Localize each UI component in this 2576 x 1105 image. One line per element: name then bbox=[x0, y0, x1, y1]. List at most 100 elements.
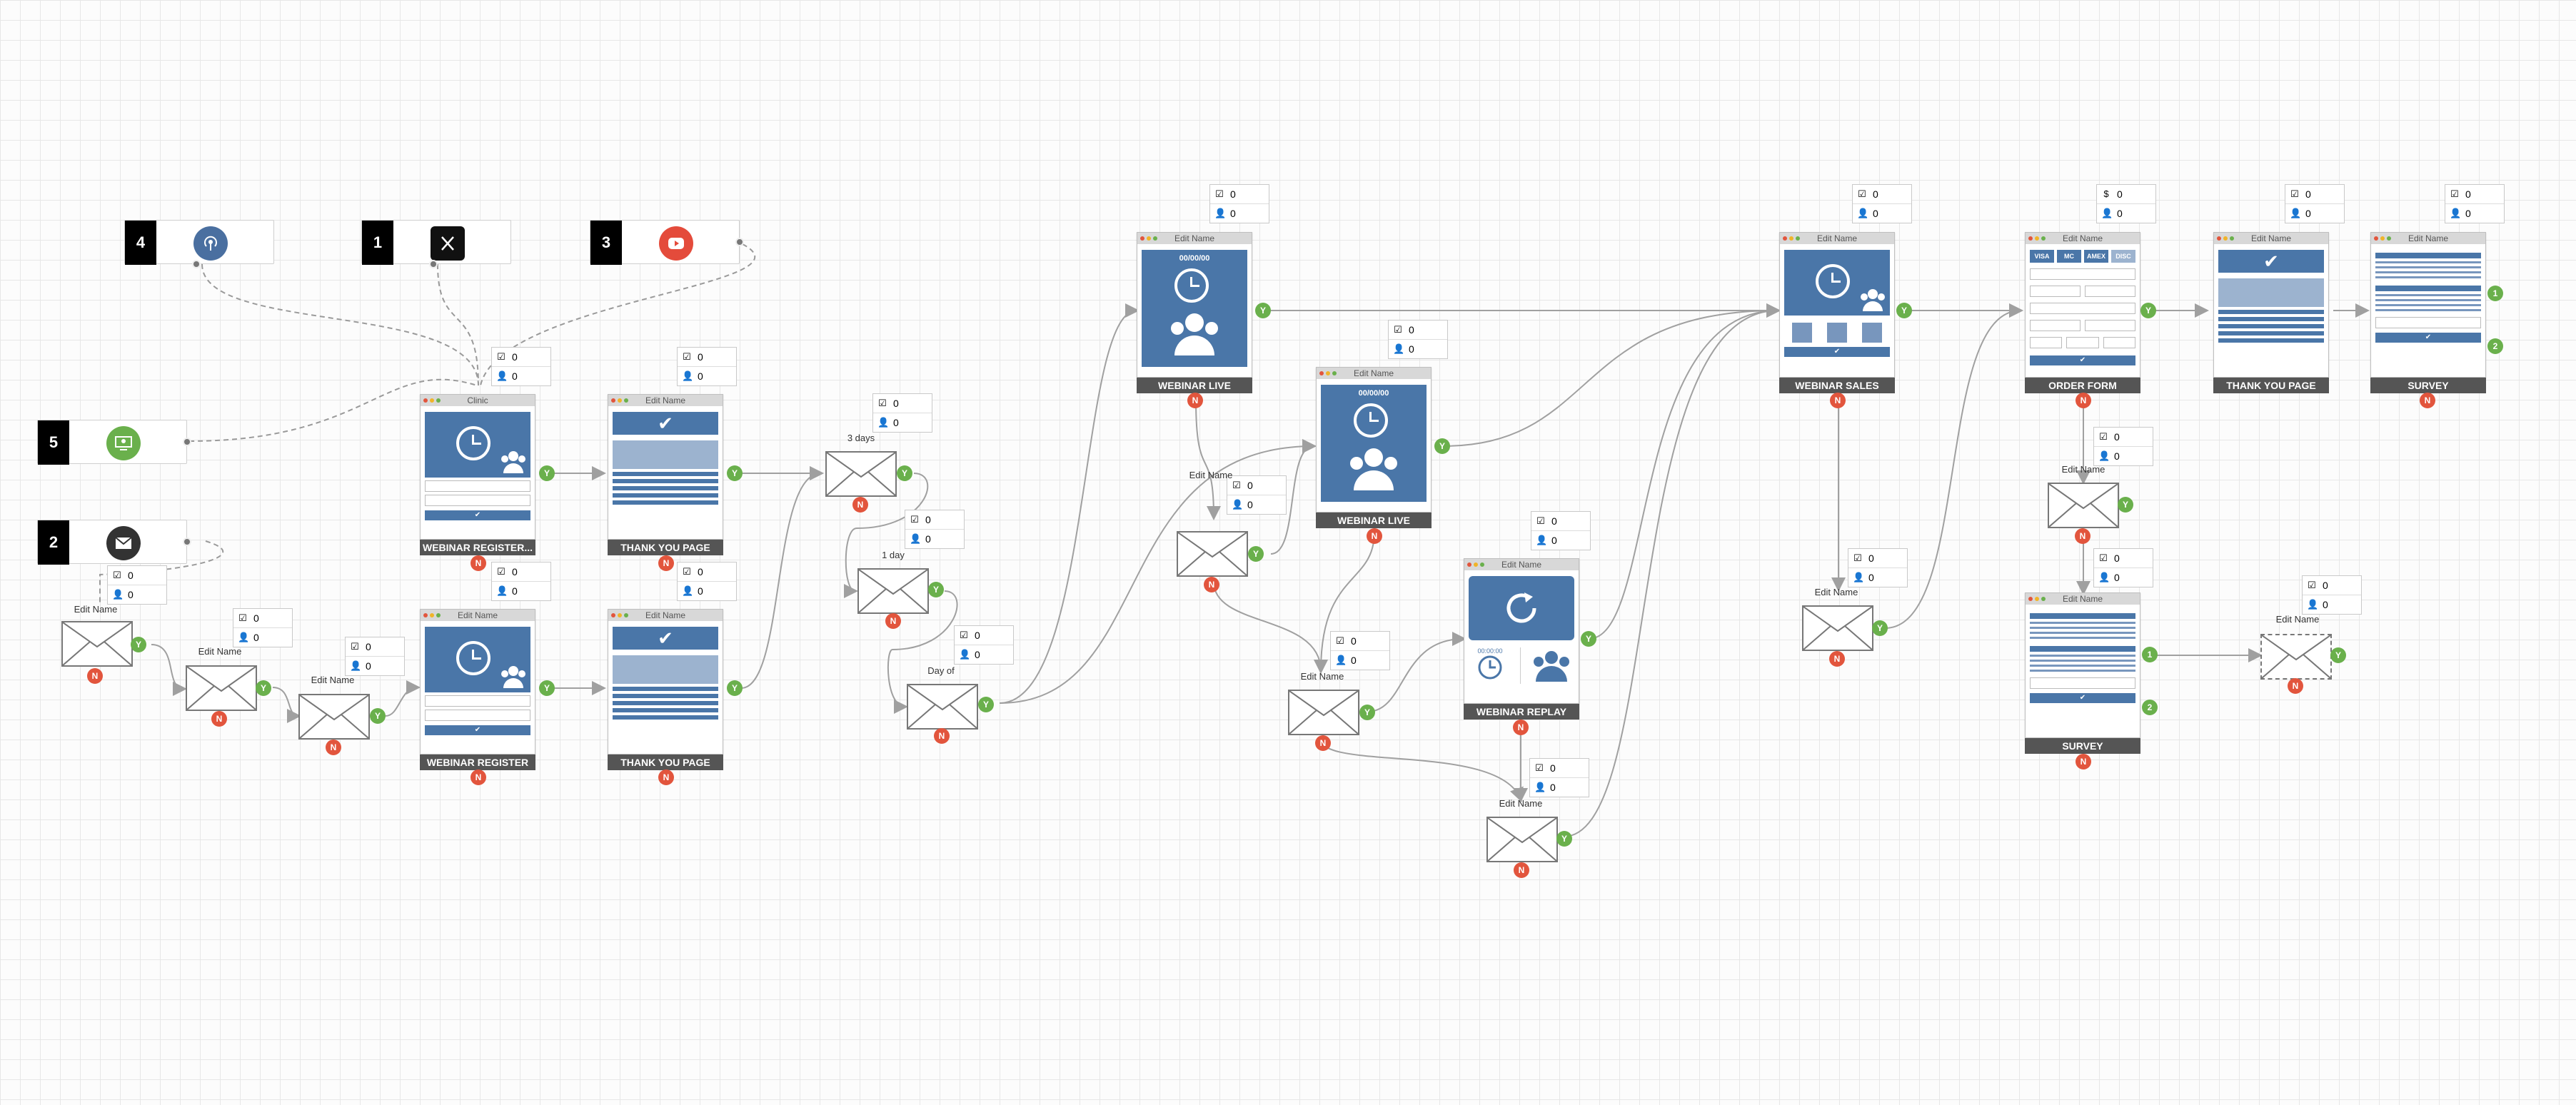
page-webinar-register-2[interactable]: Edit Name ✔ WEBINAR REGISTER bbox=[420, 609, 535, 770]
email-node[interactable] bbox=[298, 694, 370, 740]
email-node[interactable] bbox=[907, 684, 978, 730]
yes-output[interactable]: Y bbox=[1581, 631, 1596, 647]
output-port[interactable] bbox=[735, 238, 744, 246]
yes-output[interactable]: Y bbox=[2330, 647, 2346, 663]
yes-output[interactable]: Y bbox=[539, 680, 555, 696]
yes-output[interactable]: Y bbox=[1556, 831, 1572, 847]
yes-output[interactable]: Y bbox=[370, 708, 386, 724]
yes-output[interactable]: Y bbox=[1872, 620, 1888, 636]
yes-output[interactable]: Y bbox=[2118, 497, 2133, 513]
no-output[interactable]: N bbox=[1513, 720, 1529, 735]
page-title[interactable]: Edit Name bbox=[457, 610, 498, 620]
yes-output[interactable]: Y bbox=[978, 697, 994, 712]
page-title[interactable]: Edit Name bbox=[2062, 594, 2103, 604]
yes-output[interactable]: Y bbox=[1359, 705, 1375, 720]
email-node[interactable] bbox=[1288, 690, 1359, 735]
survey-output-2[interactable]: 2 bbox=[2142, 700, 2158, 715]
no-output[interactable]: N bbox=[2288, 678, 2303, 694]
email-node[interactable] bbox=[857, 568, 929, 614]
page-webinar-sales[interactable]: Edit Name ✔ WEBINAR SALES bbox=[1779, 232, 1895, 393]
page-title[interactable]: Edit Name bbox=[645, 395, 686, 405]
yes-output[interactable]: Y bbox=[897, 465, 912, 481]
yes-output[interactable]: Y bbox=[1248, 546, 1264, 562]
yes-output[interactable]: Y bbox=[1255, 303, 1271, 318]
traffic-source-email[interactable]: 2 bbox=[37, 520, 191, 565]
email-name[interactable]: Edit Name bbox=[198, 646, 242, 657]
page-title[interactable]: Edit Name bbox=[645, 610, 686, 620]
page-order-form[interactable]: Edit Name VISA MC AMEX DISC ✔ ORDER FORM bbox=[2025, 232, 2140, 393]
email-name[interactable]: Edit Name bbox=[1189, 470, 1233, 480]
email-name[interactable]: Edit Name bbox=[1300, 671, 1344, 682]
yes-output[interactable]: Y bbox=[256, 680, 271, 696]
page-survey-2[interactable]: Edit Name ✔ SURVEY bbox=[2025, 592, 2140, 754]
output-port[interactable] bbox=[429, 260, 438, 268]
yes-output[interactable]: Y bbox=[928, 582, 944, 597]
yes-output[interactable]: Y bbox=[539, 465, 555, 481]
page-thank-you-1[interactable]: Edit Name ✔ THANK YOU PAGE bbox=[608, 394, 723, 555]
survey-output-1[interactable]: 1 bbox=[2487, 286, 2503, 301]
traffic-source-youtube[interactable]: 3 bbox=[590, 220, 744, 265]
email-name[interactable]: Edit Name bbox=[1499, 798, 1543, 809]
traffic-source-podcast[interactable]: 4 bbox=[124, 220, 274, 268]
page-title[interactable]: Edit Name bbox=[1816, 233, 1858, 243]
traffic-source-webinar[interactable]: 5 bbox=[37, 420, 191, 465]
email-node[interactable] bbox=[186, 665, 257, 711]
output-port[interactable] bbox=[192, 260, 201, 268]
email-name[interactable]: Edit Name bbox=[2061, 464, 2105, 475]
no-output[interactable]: N bbox=[1367, 528, 1382, 544]
no-output[interactable]: N bbox=[1187, 393, 1203, 408]
no-output[interactable]: N bbox=[471, 770, 486, 785]
yes-output[interactable]: Y bbox=[1434, 438, 1450, 454]
page-title[interactable]: Edit Name bbox=[1353, 368, 1394, 378]
output-port[interactable] bbox=[183, 538, 191, 546]
no-output[interactable]: N bbox=[658, 770, 674, 785]
no-output[interactable]: N bbox=[852, 497, 868, 513]
no-output[interactable]: N bbox=[1514, 862, 1529, 878]
page-webinar-register-1[interactable]: Clinic ✔ WEBINAR REGISTER... bbox=[420, 394, 535, 555]
traffic-source-x[interactable]: 1 bbox=[361, 220, 511, 268]
no-output[interactable]: N bbox=[2075, 528, 2091, 544]
no-output[interactable]: N bbox=[1829, 651, 1845, 667]
no-output[interactable]: N bbox=[2076, 754, 2091, 770]
email-node-selected[interactable] bbox=[2260, 634, 2332, 680]
page-title[interactable]: Edit Name bbox=[1174, 233, 1215, 243]
no-output[interactable]: N bbox=[934, 728, 950, 744]
yes-output[interactable]: Y bbox=[727, 465, 743, 481]
yes-output[interactable]: Y bbox=[131, 637, 146, 652]
no-output[interactable]: N bbox=[1204, 577, 1219, 592]
page-title[interactable]: Clinic bbox=[467, 395, 488, 405]
email-name[interactable]: Edit Name bbox=[2275, 614, 2320, 625]
no-output[interactable]: N bbox=[1830, 393, 1846, 408]
page-webinar-replay[interactable]: Edit Name 00:00:00 WEBINAR REPLAY bbox=[1464, 558, 1579, 720]
email-name[interactable]: Edit Name bbox=[311, 675, 355, 685]
page-survey-1[interactable]: Edit Name ✔ SURVEY bbox=[2370, 232, 2486, 393]
page-thank-you-2[interactable]: Edit Name ✔ THANK YOU PAGE bbox=[608, 609, 723, 770]
no-output[interactable]: N bbox=[326, 740, 341, 755]
survey-output-1[interactable]: 1 bbox=[2142, 647, 2158, 662]
yes-output[interactable]: Y bbox=[1896, 303, 1912, 318]
no-output[interactable]: N bbox=[471, 555, 486, 571]
page-title[interactable]: Edit Name bbox=[2062, 233, 2103, 243]
email-name[interactable]: Edit Name bbox=[74, 604, 118, 615]
page-thank-you-3[interactable]: Edit Name ✔ THANK YOU PAGE bbox=[2213, 232, 2329, 393]
page-title[interactable]: Edit Name bbox=[1501, 560, 1542, 570]
no-output[interactable]: N bbox=[211, 711, 227, 727]
page-webinar-live-1[interactable]: Edit Name 00/00/00 WEBINAR LIVE bbox=[1137, 232, 1252, 393]
no-output[interactable]: N bbox=[658, 555, 674, 571]
email-name[interactable]: Edit Name bbox=[1814, 587, 1858, 597]
email-node[interactable] bbox=[1486, 817, 1558, 862]
no-output[interactable]: N bbox=[2076, 393, 2091, 408]
page-title[interactable]: Edit Name bbox=[2408, 233, 2449, 243]
email-node[interactable] bbox=[2048, 483, 2119, 528]
yes-output[interactable]: Y bbox=[2140, 303, 2156, 318]
page-title[interactable]: Edit Name bbox=[2250, 233, 2292, 243]
email-node[interactable] bbox=[1177, 531, 1248, 577]
email-node[interactable] bbox=[1802, 605, 1873, 651]
output-port[interactable] bbox=[183, 438, 191, 446]
survey-output-2[interactable]: 2 bbox=[2487, 338, 2503, 354]
no-output[interactable]: N bbox=[1315, 735, 1331, 751]
no-output[interactable]: N bbox=[885, 613, 901, 629]
email-node[interactable] bbox=[825, 451, 897, 497]
no-output[interactable]: N bbox=[87, 668, 103, 684]
